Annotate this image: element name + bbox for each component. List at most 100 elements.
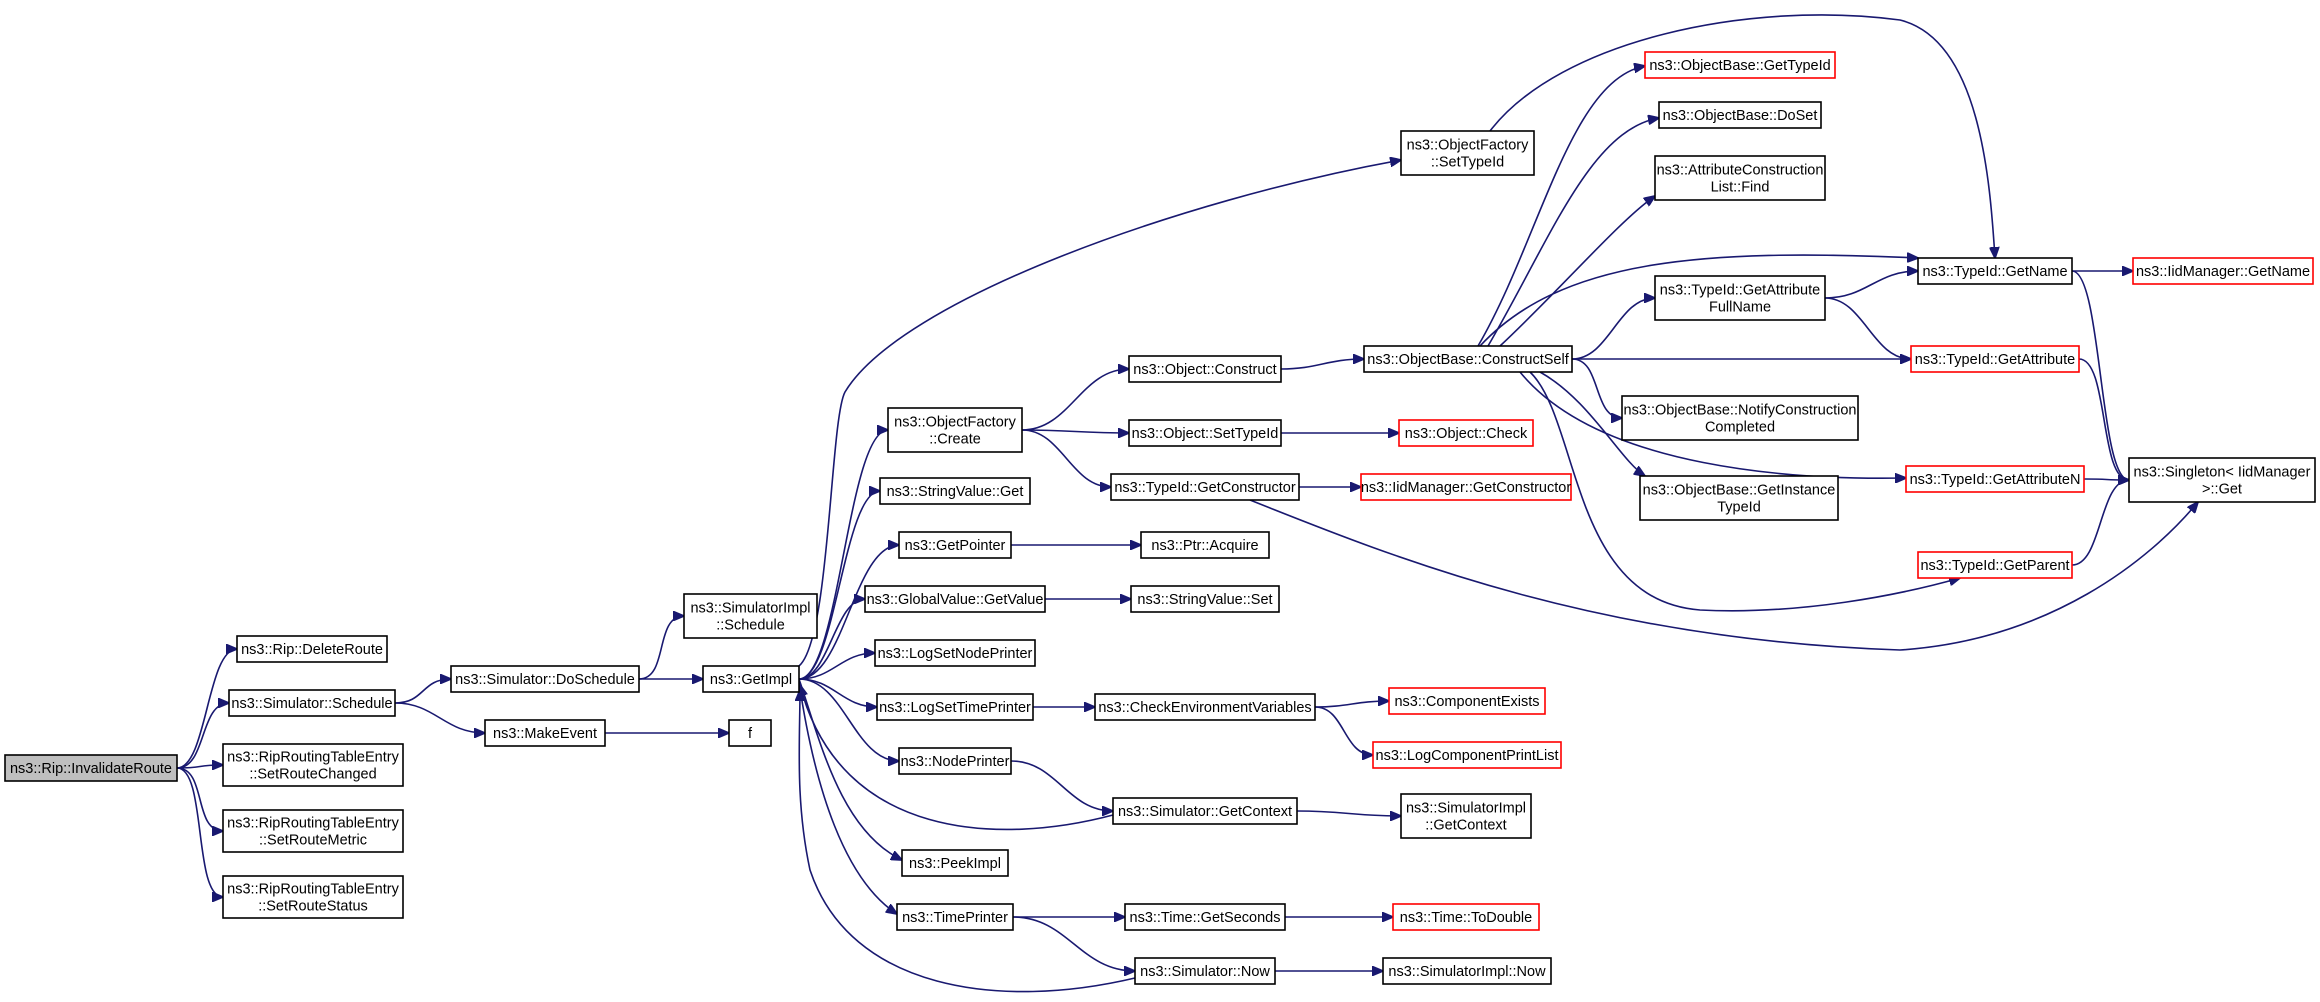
node-sv-get[interactable]: ns3::StringValue::Get: [879, 477, 1031, 505]
node-ob-doset[interactable]: ns3::ObjectBase::DoSet: [1658, 101, 1822, 129]
node-simimpl-now[interactable]: ns3::SimulatorImpl::Now: [1382, 957, 1552, 985]
node-sim-doschedule[interactable]: ns3::Simulator::DoSchedule: [450, 665, 640, 693]
node-label: ns3::Simulator::Now: [1140, 964, 1270, 980]
node-simimpl-getcontext[interactable]: ns3::SimulatorImpl::GetContext: [1400, 793, 1532, 839]
node-ob-constructself[interactable]: ns3::ObjectBase::ConstructSelf: [1363, 345, 1573, 373]
edge-tid_getattrfullname-to-tid_getattribute: [1824, 297, 1911, 359]
node-time-todouble[interactable]: ns3::Time::ToDouble: [1392, 903, 1540, 931]
node-label: FullName: [1709, 300, 1771, 316]
edge-time_printer-to-sim_now: [1012, 916, 1135, 971]
node-label: ns3::IidManager::GetConstructor: [1361, 480, 1572, 496]
node-box: [1130, 585, 1280, 613]
node-label: ns3::CheckEnvironmentVariables: [1098, 700, 1311, 716]
node-box: [1398, 419, 1534, 447]
node-get-pointer[interactable]: ns3::GetPointer: [898, 531, 1012, 559]
node-tid-getattributen[interactable]: ns3::TypeId::GetAttributeN: [1905, 465, 2085, 493]
edge-rip_invalidate-to-sim_schedule: [176, 703, 229, 769]
node-label: ns3::Object::SetTypeId: [1132, 426, 1279, 442]
edge-ob_constructself-to-ob_doset: [1487, 118, 1659, 347]
node-tid-getparent[interactable]: ns3::TypeId::GetParent: [1917, 551, 2073, 579]
node-time-getseconds[interactable]: ns3::Time::GetSeconds: [1124, 903, 1286, 931]
node-log-comp-print[interactable]: ns3::LogComponentPrintList: [1372, 741, 1562, 769]
node-check-env[interactable]: ns3::CheckEnvironmentVariables: [1094, 693, 1316, 721]
node-sv-set[interactable]: ns3::StringValue::Set: [1130, 585, 1280, 613]
node-box: [450, 665, 640, 693]
edge-tid_getattribute-to-singleton_get: [2078, 358, 2129, 480]
node-label: ns3::ObjectBase::NotifyConstruction: [1624, 403, 1857, 419]
edge-tid_getparent-to-singleton_get: [2071, 480, 2129, 566]
node-sim-now[interactable]: ns3::Simulator::Now: [1134, 957, 1276, 985]
node-label: ns3::Time::ToDouble: [1400, 910, 1532, 926]
node-f[interactable]: f: [728, 719, 772, 747]
edge-ob_constructself-to-ob_gettypeid: [1477, 66, 1645, 347]
node-make-event[interactable]: ns3::MakeEvent: [484, 719, 606, 747]
node-box: [1621, 395, 1859, 441]
node-sim-getcontext[interactable]: ns3::Simulator::GetContext: [1112, 797, 1298, 825]
node-rte-changed[interactable]: ns3::RipRoutingTableEntry::SetRouteChang…: [222, 743, 404, 787]
node-obj-construct[interactable]: ns3::Object::Construct: [1128, 355, 1282, 383]
node-sim-schedule[interactable]: ns3::Simulator::Schedule: [228, 689, 396, 717]
node-label: ns3::AttributeConstruction: [1657, 163, 1824, 179]
node-singleton-get[interactable]: ns3::Singleton< IidManager >::Get: [2128, 457, 2316, 503]
edge-ob_constructself-to-tid_getattrfullname: [1571, 298, 1655, 360]
node-obj-check[interactable]: ns3::Object::Check: [1398, 419, 1534, 447]
edge-node_printer-to-sim_getcontext: [1010, 760, 1113, 811]
node-ptr-acquire[interactable]: ns3::Ptr::Acquire: [1140, 531, 1270, 559]
node-node-printer[interactable]: ns3::NodePrinter: [898, 747, 1012, 775]
node-rip-invalidate[interactable]: ns3::Rip::InvalidateRoute: [4, 754, 178, 782]
edge-get_impl-to-log_setnode: [798, 653, 875, 680]
node-iid-getname[interactable]: ns3::IidManager::GetName: [2132, 257, 2314, 285]
node-tid-getconstructor[interactable]: ns3::TypeId::GetConstructor: [1110, 473, 1300, 501]
node-of-create[interactable]: ns3::ObjectFactory::Create: [887, 407, 1023, 453]
edge-ob_constructself-to-acl_find: [1499, 196, 1655, 347]
node-rip-delete[interactable]: ns3::Rip::DeleteRoute: [236, 635, 388, 663]
node-get-impl[interactable]: ns3::GetImpl: [702, 665, 800, 693]
node-box: [728, 719, 772, 747]
node-box: [1140, 531, 1270, 559]
node-box: [1094, 693, 1316, 721]
node-rte-metric[interactable]: ns3::RipRoutingTableEntry::SetRouteMetri…: [222, 809, 404, 853]
node-rte-status[interactable]: ns3::RipRoutingTableEntry::SetRouteStatu…: [222, 875, 404, 919]
node-log-setnode[interactable]: ns3::LogSetNodePrinter: [874, 639, 1036, 667]
node-label: ns3::StringValue::Set: [1137, 592, 1272, 608]
edge-get_impl-to-node_printer: [798, 678, 899, 761]
node-label: ns3::TypeId::GetName: [1922, 264, 2067, 280]
node-box: [1128, 355, 1282, 383]
node-box: [2132, 257, 2314, 285]
node-box: [1917, 257, 2073, 285]
node-tid-getname[interactable]: ns3::TypeId::GetName: [1917, 257, 2073, 285]
node-box: [222, 875, 404, 919]
node-ob-notify[interactable]: ns3::ObjectBase::NotifyConstructionCompl…: [1621, 395, 1859, 441]
node-box: [876, 693, 1034, 721]
node-of-settypeid[interactable]: ns3::ObjectFactory::SetTypeId: [1400, 130, 1535, 176]
node-gv-getvalue[interactable]: ns3::GlobalValue::GetValue: [864, 585, 1046, 613]
edge-rip_invalidate-to-rte_metric: [176, 767, 223, 831]
edge-check_env-to-comp_exists: [1314, 701, 1389, 708]
node-label: ns3::TypeId::GetAttribute: [1660, 283, 1820, 299]
node-label: List::Find: [1711, 180, 1770, 196]
node-label: Completed: [1705, 420, 1775, 436]
node-box: [484, 719, 606, 747]
node-label: ns3::Ptr::Acquire: [1151, 538, 1258, 554]
node-comp-exists[interactable]: ns3::ComponentExists: [1388, 687, 1546, 715]
edge-rip_invalidate-to-rte_changed: [176, 765, 223, 768]
node-tid-getattribute[interactable]: ns3::TypeId::GetAttribute: [1910, 345, 2080, 373]
edge-get_impl-to-gv_getvalue: [798, 599, 865, 680]
node-obj-settypeid[interactable]: ns3::Object::SetTypeId: [1128, 419, 1282, 447]
node-box: [4, 754, 178, 782]
node-box: [1654, 275, 1826, 321]
node-peek-impl[interactable]: ns3::PeekImpl: [901, 849, 1009, 877]
node-ob-gettypeid[interactable]: ns3::ObjectBase::GetTypeId: [1644, 51, 1836, 79]
node-box: [2128, 457, 2316, 503]
node-log-settime[interactable]: ns3::LogSetTimePrinter: [876, 693, 1034, 721]
node-label: ns3::TypeId::GetParent: [1920, 558, 2069, 574]
edge-rip_invalidate-to-rip_delete: [176, 649, 237, 769]
node-label: ns3::TypeId::GetAttributeN: [1910, 472, 2081, 488]
node-time-printer[interactable]: ns3::TimePrinter: [896, 903, 1014, 931]
node-simimpl-schedule[interactable]: ns3::SimulatorImpl::Schedule: [683, 593, 818, 639]
node-label: ns3::TypeId::GetAttribute: [1915, 352, 2075, 368]
node-iid-getconstructor[interactable]: ns3::IidManager::GetConstructor: [1360, 473, 1572, 501]
